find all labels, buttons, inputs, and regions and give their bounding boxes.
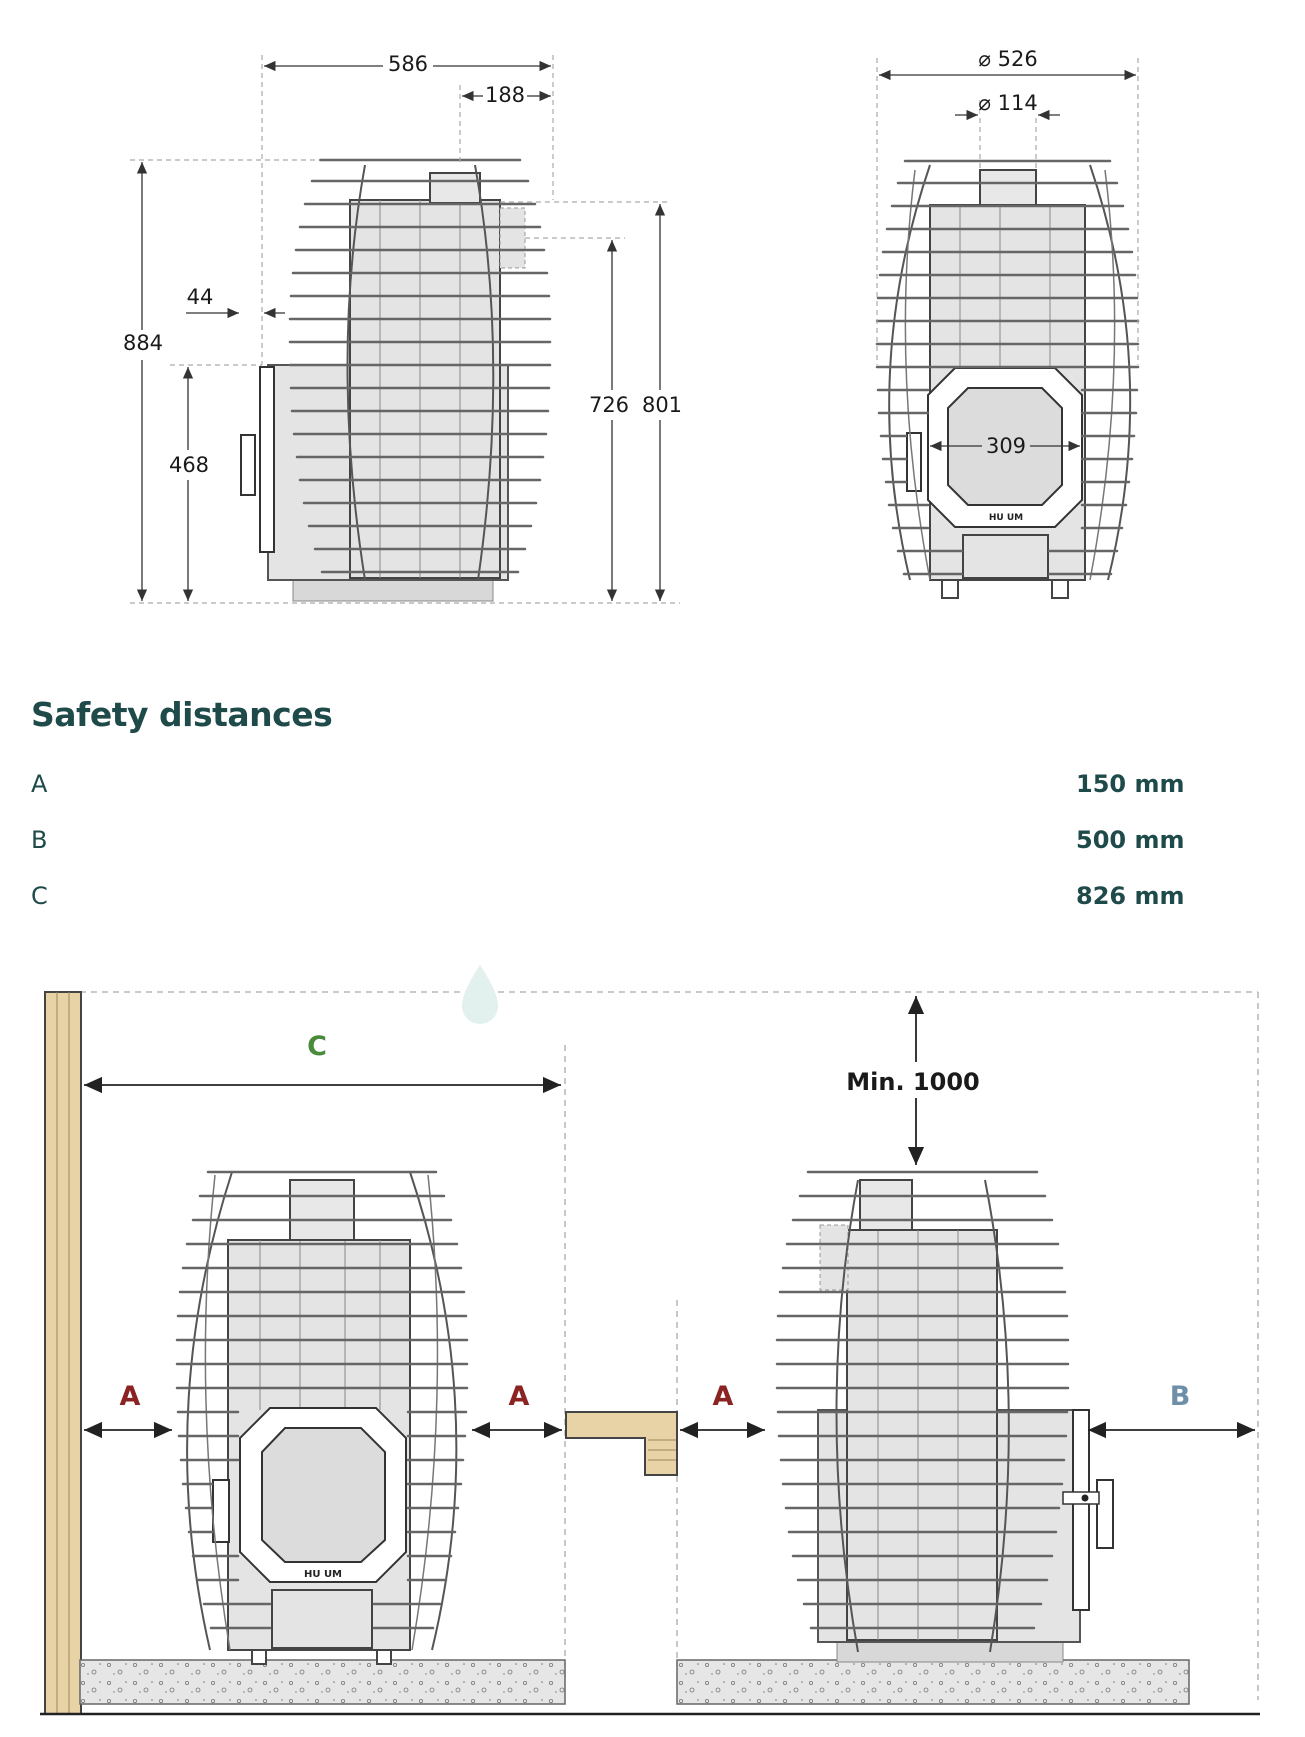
distance-value: 500 mm <box>1076 826 1185 854</box>
stove-side-view <box>775 1170 1114 1663</box>
distance-label: B <box>31 826 48 854</box>
dim-stone-height: 726 <box>589 393 629 417</box>
label-a-left: A <box>120 1381 141 1412</box>
dim-door-width: 309 <box>986 434 1026 458</box>
brand-logo: HU UM <box>989 513 1023 523</box>
label-a-right: A <box>713 1381 734 1412</box>
side-view-stove <box>240 158 552 602</box>
section-title: Safety distances <box>31 695 333 734</box>
label-a-middle: A <box>509 1381 530 1412</box>
dim-diameter-outer: ⌀ 526 <box>978 47 1037 71</box>
distance-value: 826 mm <box>1076 882 1185 910</box>
distance-row-c: C 826 mm <box>31 882 1191 938</box>
installation-diagram: HU UM <box>40 965 1260 1716</box>
dim-door-height: 468 <box>169 453 209 477</box>
label-c: C <box>307 1031 327 1062</box>
distance-value: 150 mm <box>1076 770 1185 798</box>
distance-row-b: B 500 mm <box>31 826 1191 882</box>
distance-arrows <box>84 996 1255 1439</box>
stove-front-view: HU UM <box>175 1170 469 1665</box>
distance-label: A <box>31 770 48 798</box>
front-view-stove: HU UM <box>875 159 1140 599</box>
room-guides <box>80 991 1259 1700</box>
dim-outlet-height: 801 <box>642 393 682 417</box>
dim-side-offset: 44 <box>187 285 214 309</box>
dim-chimney-offset: 188 <box>485 83 525 107</box>
dimension-drawings: 586 188 884 44 468 726 801 HU UM <box>118 45 1140 604</box>
floor-slab-left <box>79 1659 566 1705</box>
wooden-bench <box>565 1411 678 1476</box>
distance-label: C <box>31 882 48 910</box>
side-guides <box>130 55 680 604</box>
dim-width-total: 586 <box>388 52 428 76</box>
distance-row-a: A 150 mm <box>31 770 1191 826</box>
dim-diameter-chimney: ⌀ 114 <box>978 91 1037 115</box>
safety-distance-table: A 150 mm B 500 mm C 826 mm <box>31 770 1191 938</box>
water-drop-icon <box>462 965 498 1024</box>
min-ceiling-distance: Min. 1000 <box>846 1068 979 1096</box>
wooden-wall <box>44 991 82 1715</box>
label-b: B <box>1170 1381 1191 1412</box>
brand-logo: HU UM <box>304 1569 342 1580</box>
floor-slab-right <box>676 1659 1190 1705</box>
dim-height-total: 884 <box>123 331 163 355</box>
